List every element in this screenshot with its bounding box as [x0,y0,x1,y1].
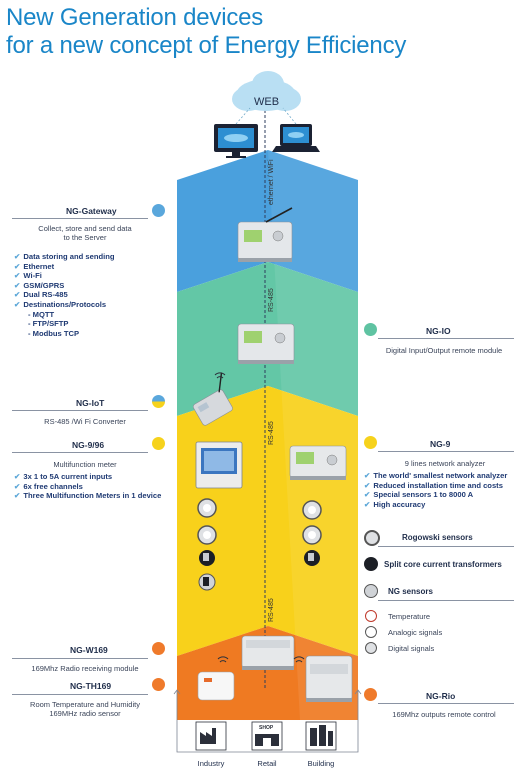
ng-9-96-description: Multifunction meter [53,460,117,469]
ethernet-wifi-label: ethernet / WiFi [268,159,275,205]
right-sensor-column [302,500,322,566]
protocol-item: - FTP/SFTP [28,319,69,329]
industry-label: Industry [197,759,225,768]
ng-gateway-title: NG-Gateway [66,206,117,216]
feature-item: ✔Special sensors 1 to 8000 A [364,490,474,500]
ng-9-description: 9 lines network analyzer [404,459,486,468]
ng-io-title: NG-IO [426,326,451,336]
ng-th169-divider [12,694,148,695]
ng-io-dot [364,323,377,336]
shop-sign: SHOP [259,725,274,731]
rogowski-divider [378,546,514,547]
building-icon [305,721,337,751]
ng-iot-description: RS-485 /Wi Fi Converter [44,417,126,426]
ng-th169-description: Room Temperature and Humidity 169MHz rad… [30,700,140,718]
feature-item: ✔Wi-Fi [14,271,42,281]
ng-gateway-device [237,207,293,262]
ng-9-title: NG-9 [430,439,451,449]
title-line-1: New Generation devices [6,4,264,31]
title-line-2: for a new concept of Energy Efficiency [6,32,407,59]
ng-rio-device [305,655,353,702]
ng-gateway-description: Collect, store and send data to the Serv… [38,224,132,242]
shop-icon [251,721,283,751]
ng-io-divider [378,338,514,339]
cloud-icon [232,71,301,111]
laptop-icon [272,124,320,152]
ng-9-96-dot [152,437,165,450]
rs485-label-3: RS-485 [268,598,275,622]
ng-rio-description: 169Mhz outputs remote control [392,710,496,719]
ng-sensors-icon [364,584,378,598]
ng-9-96-divider [12,452,148,453]
temperature-icon [365,610,377,622]
ng-9-96-features: ✔3x 1 to 5A current inputs ✔6x free chan… [14,472,161,501]
ng-w169-dot [152,642,165,655]
ng-w169-title: NG-W169 [70,645,108,655]
retail-label: Retail [257,759,277,768]
ng-rio-dot [364,688,377,701]
ng-9-features: ✔The world' smallest network analyzer ✔R… [364,471,507,509]
ng-w169-description: 169Mhz Radio receiving module [31,664,139,673]
ng-w169-device [241,635,295,670]
monitor-icon [214,124,258,158]
ng-iot-title: NG-IoT [76,398,105,408]
feature-item: ✔Data storing and sending [14,252,115,261]
feature-item: ✔Three Multifunction Meters in 1 device [14,491,162,501]
left-sensor-column [197,498,217,591]
ng-9-96-title: NG-9/96 [72,440,105,450]
ng-iot-dot [152,395,165,408]
feature-item: ✔Destinations/Protocols [14,299,107,309]
ng-rio-divider [378,703,514,704]
ng-sensors-divider [378,600,514,601]
ng-sensors-label: NG sensors [388,587,433,596]
ng-io-device [237,323,295,364]
digital-signal-icon [365,642,377,654]
ng-th169-title: NG-TH169 [70,681,112,691]
building-label: Building [307,759,335,768]
page-title: New Generation devices for a new concept… [6,4,406,60]
feature-item: ✔6x free channels [14,481,83,491]
bottom-bracket [173,689,362,753]
feature-item: ✔High accuracy [364,499,426,509]
feature-item: ✔Ethernet [14,261,55,271]
feature-item: ✔Dual RS-485 [14,290,68,300]
ng-9-device [289,445,347,480]
rogowski-label: Rogowski sensors [402,533,473,542]
ng-gateway-features: ✔Data storing and sending ✔Ethernet ✔Wi-… [14,252,115,338]
analog-signals-label: Analogic signals [388,628,443,637]
ng-iot-device [192,372,233,426]
ng-th169-dot [152,678,165,691]
ng-w169-divider [12,658,148,659]
ng-rio-title: NG-Rio [426,691,456,701]
wifi-icon [214,372,305,663]
feature-item: ✔3x 1 to 5A current inputs [14,472,113,481]
split-core-label: Split core current transformers [384,560,502,569]
ng-th169-device [197,671,235,701]
ng-gateway-dot [152,204,165,217]
protocol-item: - MQTT [28,309,55,319]
feature-item: ✔The world' smallest network analyzer [364,471,508,480]
split-core-icon [364,557,378,571]
feature-item: ✔Reduced installation time and costs [364,480,503,490]
ng-9-dot [364,436,377,449]
temperature-label: Temperature [388,612,431,621]
feature-item: ✔GSM/GPRS [14,280,65,290]
ng-9-96-device [195,441,243,489]
ng-gateway-divider [12,218,148,219]
ng-iot-divider [12,410,148,411]
analog-signal-icon [365,626,377,638]
rs485-label-2: RS-485 [268,421,275,445]
digital-signals-label: Digital signals [388,644,435,653]
rs485-label-1: RS-485 [268,288,275,312]
rogowski-sensor-icon [364,530,380,546]
band-highlight [268,150,358,720]
industry-icon [195,721,227,751]
protocol-item: - Modbus TCP [28,328,80,338]
ng-9-divider [378,451,514,452]
ng-io-description: Digital Input/Output remote module [385,346,503,355]
web-label: WEB [254,96,280,108]
